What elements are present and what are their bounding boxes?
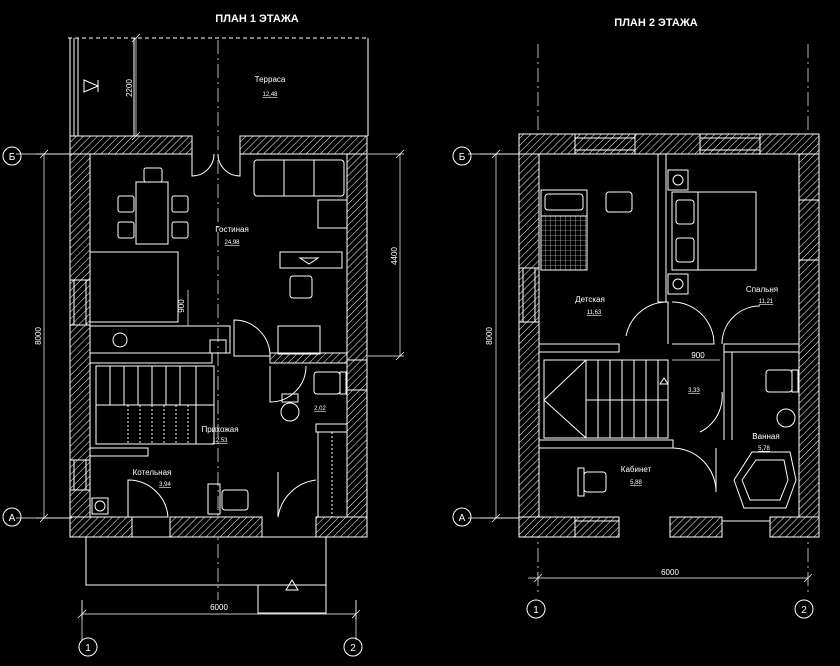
study-chair bbox=[577, 467, 607, 497]
tv-stand bbox=[277, 251, 343, 355]
staircase-floor2 bbox=[543, 359, 669, 439]
terrace bbox=[68, 37, 369, 136]
terrace-doors bbox=[191, 153, 241, 177]
room-area-wc: 2,02 bbox=[314, 406, 326, 412]
floor1-axes bbox=[2, 146, 363, 657]
axis-label-1-floor2: 1 bbox=[533, 605, 539, 616]
dim-right: 4400 bbox=[390, 247, 399, 265]
room-name-bedroom: Спальня bbox=[746, 285, 778, 294]
room-name-hall: Прихожая bbox=[201, 425, 238, 434]
room-name-boiler: Котельная bbox=[133, 468, 172, 477]
entrance-steps bbox=[85, 536, 327, 614]
floor1-labels: Терраса 12,48 Гостиная 24,98 Прихожая 12… bbox=[9, 75, 399, 654]
room-area-study: 5,88 bbox=[630, 480, 642, 486]
axis-label-b-floor1: Б bbox=[9, 152, 16, 163]
dining-table bbox=[89, 167, 189, 323]
double-bed bbox=[667, 169, 757, 295]
room-name-terrace: Терраса bbox=[255, 75, 286, 84]
floor2-dimensions bbox=[468, 149, 813, 583]
dim-floor1-height: 8000 bbox=[34, 327, 43, 345]
wc-fixtures bbox=[280, 371, 347, 422]
axis-label-1-floor1: 1 bbox=[85, 643, 91, 654]
bathroom-fixtures bbox=[733, 369, 799, 509]
dim-floor2-width: 6000 bbox=[661, 568, 679, 577]
axis-label-2-floor1: 2 bbox=[350, 643, 356, 654]
dim-floor2-height: 8000 bbox=[485, 327, 494, 345]
room-area-bathroom: 5,78 bbox=[758, 446, 770, 452]
room-area-living: 24,98 bbox=[224, 240, 240, 246]
floor2-walls bbox=[518, 133, 820, 538]
dim-terrace: 2200 bbox=[125, 79, 134, 97]
axis-label-a-floor1: А bbox=[9, 513, 16, 524]
wardrobe bbox=[317, 431, 348, 518]
floor1-title: ПЛАН 1 ЭТАЖА bbox=[215, 13, 298, 25]
floor2-doors bbox=[625, 301, 761, 493]
room-area-kids: 11,63 bbox=[587, 310, 602, 316]
room-area-terrace: 12,48 bbox=[262, 92, 278, 98]
dim-floor1-width: 6000 bbox=[210, 603, 228, 612]
room-name-study: Кабинет bbox=[621, 465, 652, 474]
sofa bbox=[253, 159, 348, 229]
axis-label-a-floor2: А bbox=[459, 513, 466, 524]
kitchen-counter bbox=[89, 325, 231, 354]
floor1-plan bbox=[2, 33, 405, 657]
room-area-hall2: 3,33 bbox=[688, 388, 700, 394]
staircase bbox=[95, 365, 215, 445]
kids-bed bbox=[540, 189, 633, 271]
floor1-doors bbox=[127, 319, 317, 518]
floor2-title: ПЛАН 2 ЭТАЖА bbox=[614, 17, 697, 29]
boiler bbox=[91, 483, 249, 515]
axis-label-b-floor2: Б bbox=[459, 152, 466, 163]
room-area-bedroom: 11,21 bbox=[759, 299, 774, 305]
floor1-walls bbox=[69, 135, 368, 538]
room-name-kids: Детская bbox=[575, 295, 605, 304]
axis-label-2-floor2: 2 bbox=[801, 605, 807, 616]
dim-door: 900 bbox=[691, 351, 705, 360]
room-area-hall: 12,53 bbox=[212, 438, 228, 444]
room-area-boiler: 3,94 bbox=[159, 482, 171, 488]
floor2-axes bbox=[452, 146, 814, 619]
dim-stair: 900 bbox=[177, 299, 186, 313]
floor1-dimensions bbox=[16, 33, 405, 620]
floor2-labels: Детская 11,63 Спальня 11,21 3,33 Ванная … bbox=[459, 152, 808, 616]
room-name-living: Гостиная bbox=[215, 225, 249, 234]
room-name-bathroom: Ванная bbox=[752, 432, 779, 441]
floor2-plan bbox=[452, 44, 820, 619]
